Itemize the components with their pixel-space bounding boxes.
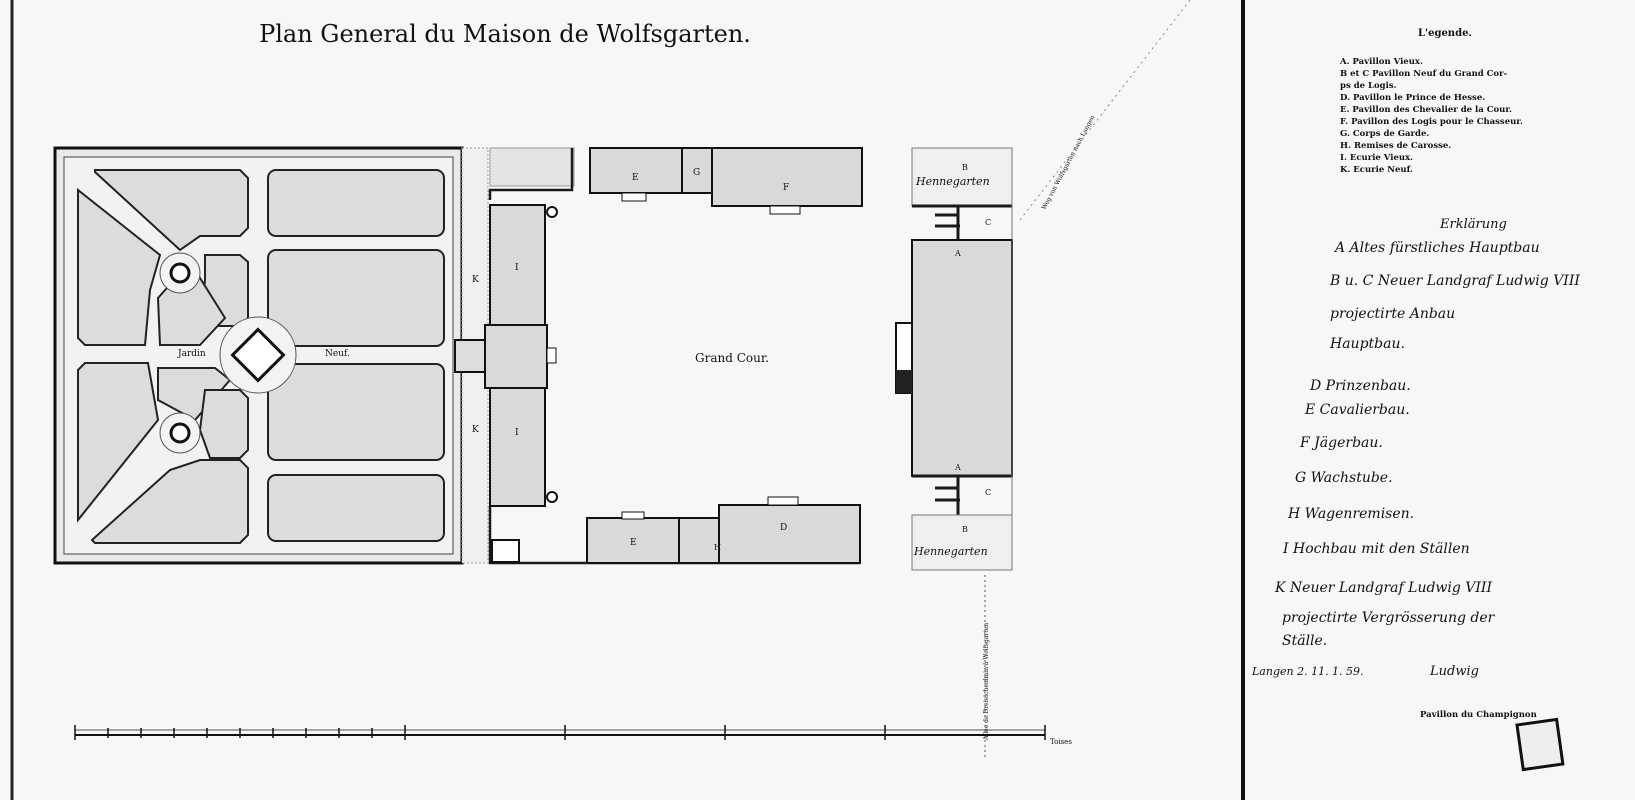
- legend-item: A. Pavillon Vieux.: [1339, 57, 1423, 67]
- handwritten-legend: Erklärung A Altes fürstliches Hauptbau B…: [1251, 217, 1584, 679]
- garden-fountain-icon: [169, 262, 191, 284]
- garden-fountain-icon: [169, 422, 191, 444]
- scale-bar: Toises: [74, 725, 1072, 746]
- road-line: [1019, 0, 1191, 221]
- scale-label: Toises: [1050, 738, 1072, 746]
- buildings: [454, 147, 1013, 571]
- handwritten-date: Langen 2. 11. 1. 59.: [1251, 665, 1364, 678]
- label-e-bottom: E: [630, 538, 637, 548]
- text-label: E Cavalierbau.: [1304, 402, 1410, 418]
- pavilion-champignon-icon: [1515, 717, 1565, 772]
- text-label: Ställe.: [1282, 633, 1327, 649]
- svg-text:A. Pavillon Vieux. B et: A. Pavillon Vieux. B et C Pavillon Neuf …: [1339, 57, 1526, 175]
- text-label: H Wagenremisen.: [1287, 506, 1414, 522]
- text-label: A Altes fürstliches Hauptbau: [1333, 240, 1540, 256]
- svg-text:A Altes fürstliches Hauptbau: A Altes fürstliches Hauptbau B u. C Neue…: [1274, 240, 1584, 649]
- signature: Ludwig: [1429, 664, 1479, 679]
- label-grand-cour: Grand Cour.: [695, 351, 769, 365]
- label-a-bottom: A: [954, 463, 961, 472]
- printed-legend: L'egende. A. Pavillon Vieux. B et C Pavi…: [1339, 28, 1526, 175]
- label-jardin: Jardin: [177, 349, 206, 359]
- legend-heading: L'egende.: [1418, 28, 1472, 39]
- legend-item: E. Pavillon des Chevalier de la Cour.: [1340, 105, 1512, 115]
- label-hennegarten-bottom: Hennegarten: [913, 545, 988, 558]
- label-e-top: E: [632, 173, 639, 183]
- text-label: D Prinzenbau.: [1309, 378, 1411, 394]
- legend-item: G. Corps de Garde.: [1340, 129, 1429, 139]
- garden-fountain-icon: [230, 327, 286, 383]
- label-road-bottom: Allee de Dreieichenhain à Wolfsgarten: [983, 623, 990, 741]
- legend-item: D. Pavillon le Prince de Hesse.: [1340, 93, 1485, 103]
- legend-item: B et C Pavillon Neuf du Grand Cor-: [1340, 69, 1508, 79]
- text-label: projectirte Anbau: [1330, 306, 1455, 322]
- pavilion-champignon-label: Pavillon du Champignon: [1420, 710, 1537, 720]
- label-f: F: [783, 183, 789, 193]
- text-label: F Jägerbau.: [1299, 435, 1383, 451]
- legend-item: ps de Logis.: [1340, 81, 1397, 91]
- label-h: H: [714, 543, 721, 552]
- legend-item: K. Ecurie Neuf.: [1340, 165, 1413, 175]
- label-i-bottom: I: [515, 428, 519, 438]
- text-label: G Wachstube.: [1295, 470, 1393, 486]
- label-c-bottom: C: [985, 488, 991, 497]
- label-b-top: B: [962, 163, 968, 172]
- text-label: Hauptbau.: [1329, 336, 1405, 352]
- plan-title: Plan General du Maison de Wolfsgarten.: [259, 20, 751, 48]
- legend-item: I. Ecurie Vieux.: [1340, 153, 1413, 163]
- label-a-top: A: [954, 249, 961, 258]
- handwritten-heading: Erklärung: [1439, 217, 1507, 232]
- label-c-top: C: [985, 218, 991, 227]
- label-k-top: K: [472, 275, 479, 285]
- text-label: projectirte Vergrösserung der: [1282, 610, 1496, 626]
- legend-item: F. Pavillon des Logis pour le Chasseur.: [1340, 117, 1523, 127]
- label-d: D: [780, 523, 787, 533]
- text-label: B u. C Neuer Landgraf Ludwig VIII: [1329, 273, 1580, 289]
- label-g-top: G: [693, 168, 700, 178]
- label-hennegarten-top: Hennegarten: [915, 175, 990, 188]
- legend-item: H. Remises de Carosse.: [1340, 141, 1451, 151]
- garden-jardin-neuf: [53, 146, 464, 565]
- text-label: I Hochbau mit den Ställen: [1282, 541, 1470, 557]
- label-neuf: Neuf.: [325, 349, 350, 359]
- label-k-bottom: K: [472, 425, 479, 435]
- label-b-bottom: B: [962, 525, 968, 534]
- text-label: K Neuer Landgraf Ludwig VIII: [1274, 580, 1492, 596]
- label-i-top: I: [515, 263, 519, 273]
